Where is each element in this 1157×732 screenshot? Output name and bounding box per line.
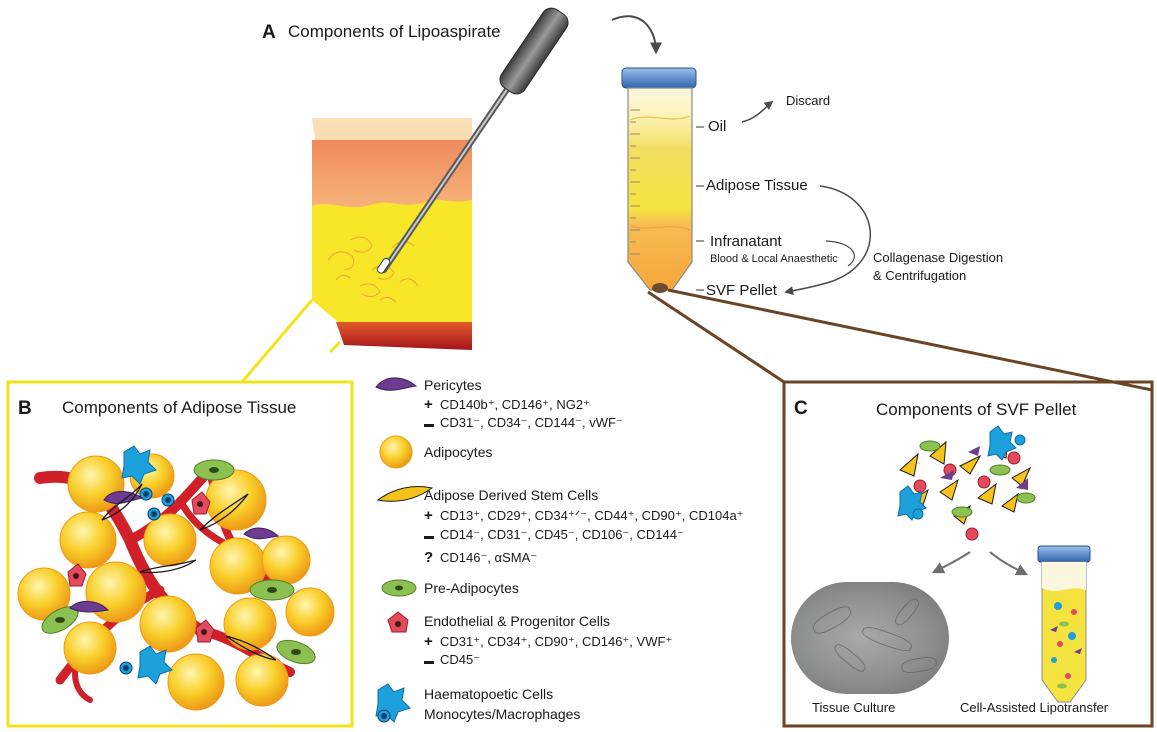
dermis-layer xyxy=(312,140,472,208)
tube-cap xyxy=(621,67,697,89)
lipotransfer-label: Cell-Assisted Lipotransfer xyxy=(960,700,1109,715)
svf-pellet-illustration xyxy=(884,425,1044,541)
preadipocytes-name: Pre-Adipocytes xyxy=(424,580,519,596)
tissue-culture-label: Tissue Culture xyxy=(812,700,896,715)
adsc-icon xyxy=(376,486,434,502)
adipocyte xyxy=(139,595,197,653)
haematopoetic-cells xyxy=(119,445,175,685)
panel-c-connector-right xyxy=(667,288,1153,392)
svf-pellet-label: SVF Pellet xyxy=(706,282,777,299)
adsc-positive-markers: +CD13⁺, CD29⁺, CD34⁺ᐟ⁻, CD44⁺, CD90⁺, CD… xyxy=(424,507,744,524)
panel-c-title: Components of SVF Pellet xyxy=(876,400,1077,419)
question-sign: ? xyxy=(424,549,434,566)
digestion-arrow xyxy=(784,185,871,296)
adipocyte xyxy=(261,535,311,585)
discard-label: Discard xyxy=(786,93,831,108)
endothelial-name: Endothelial & Progenitor Cells xyxy=(424,613,610,629)
arrow-to-culture xyxy=(931,551,971,574)
adipocyte xyxy=(223,597,277,651)
digestion-label-line1: Collagenase Digestion xyxy=(873,250,1004,265)
adipocyte xyxy=(85,561,147,623)
minus-sign: ▬ xyxy=(424,419,434,430)
plus-sign: + xyxy=(424,633,433,650)
arrow-to-lipotransfer xyxy=(989,551,1029,576)
adipocyte xyxy=(63,621,117,675)
haematopoetic-sub: Monocytes/Macrophages xyxy=(424,706,581,722)
arrow-to-tube xyxy=(611,15,662,55)
panel-a-letter: A xyxy=(262,22,276,43)
oil-label: Oil xyxy=(708,118,727,135)
adipocyte xyxy=(17,567,71,621)
plus-sign: + xyxy=(424,396,433,413)
panel-b-letter: B xyxy=(18,398,32,419)
infranatant-sub-label: Blood & Local Anaesthetic xyxy=(710,253,838,265)
lipotransfer-tube xyxy=(1037,545,1091,703)
infranatant-label: Infranatant xyxy=(710,233,782,250)
panel-b-connector xyxy=(8,299,314,384)
adipose-tissue-illustration xyxy=(17,445,335,711)
muscle-layer xyxy=(336,322,472,350)
panel-c-frame xyxy=(782,380,1154,728)
pericytes-negative-markers: ▬CD31⁻, CD34⁻, CD144⁻, vWF⁻ xyxy=(424,415,623,430)
adipocyte xyxy=(167,653,225,711)
adipocyte xyxy=(143,513,197,567)
pericyte-cells xyxy=(69,491,280,613)
svf-pellet-blob xyxy=(652,283,668,293)
preadipocyte-cells xyxy=(41,459,316,665)
pericytes-positive-markers: +CD140b⁺, CD146⁺, NG2⁺ xyxy=(424,396,590,413)
adsc-uncertain-markers: ?CD146⁻, αSMA⁻ xyxy=(424,549,538,566)
adipocyte-cluster xyxy=(17,453,335,711)
discard-arrow xyxy=(741,100,774,123)
legend-icons xyxy=(375,377,434,723)
adsc-negative-markers: ▬CD14⁻, CD31⁻, CD45⁻, CD106⁻, CD144⁻ xyxy=(424,527,684,542)
minus-sign: ▬ xyxy=(424,656,434,667)
panel-b-title: Components of Adipose Tissue xyxy=(62,398,297,417)
endothelial-cells xyxy=(67,491,215,643)
haematopoetic-name: Haematopoetic Cells xyxy=(424,686,554,702)
adipocyte-icon xyxy=(379,435,413,469)
panel-b-frame xyxy=(6,380,354,728)
adsc-cells xyxy=(101,483,277,661)
adipocyte xyxy=(59,511,117,569)
panel-a-title: Components of Lipoaspirate xyxy=(288,22,501,41)
adsc-name: Adipose Derived Stem Cells xyxy=(424,487,599,503)
pericytes-name: Pericytes xyxy=(424,377,482,393)
panel-c-connector-left xyxy=(647,290,785,384)
panel-c-letter: C xyxy=(794,398,808,419)
endothelial-positive-markers: +CD31⁺, CD34⁺, CD90⁺, CD146⁺, VWF⁺ xyxy=(424,633,673,650)
adipocyte xyxy=(235,653,289,707)
cannula xyxy=(376,7,569,274)
infranatant-loop xyxy=(825,240,855,267)
pericyte-icon xyxy=(375,377,418,391)
tissue-culture-photo xyxy=(791,582,949,694)
digestion-label-line2: & Centrifugation xyxy=(873,268,967,283)
tissue-block xyxy=(312,118,472,350)
plus-sign: + xyxy=(424,507,433,524)
adipocytes-name: Adipocytes xyxy=(424,444,493,460)
endothelial-negative-markers: ▬CD45⁻ xyxy=(424,652,481,667)
adipocyte xyxy=(285,587,335,637)
centrifuge-tube xyxy=(621,67,704,293)
minus-sign: ▬ xyxy=(424,531,434,542)
adipose-tissue-label: Adipose Tissue xyxy=(706,177,808,194)
